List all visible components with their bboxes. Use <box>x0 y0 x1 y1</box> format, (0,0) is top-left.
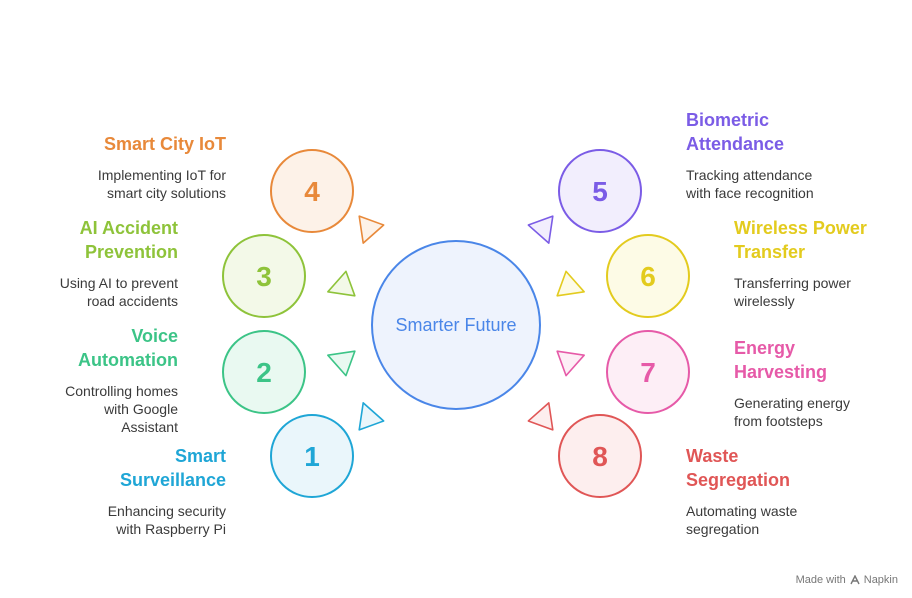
node-6: 6 <box>606 234 690 318</box>
item-4-desc: Implementing IoT for smart city solution… <box>98 166 226 202</box>
item-7-title-line: Harvesting <box>734 362 828 382</box>
item-1-title-line: Smart <box>174 446 226 466</box>
item-3-label: AI Accident Prevention Using AI to preve… <box>60 216 178 310</box>
item-1-desc-line: Enhancing security <box>107 503 226 519</box>
node-circle <box>270 149 354 233</box>
item-8-desc: Automating waste segregation <box>686 502 797 538</box>
arrow-8-icon <box>527 402 554 431</box>
node-1: 1 <box>270 414 354 498</box>
item-5-title: Biometric Attendance <box>686 108 814 156</box>
item-6-title-line: Transfer <box>734 242 806 262</box>
item-4-title-line: Smart City IoT <box>103 134 226 154</box>
item-2-label: Voice Automation Controlling homes with … <box>65 324 178 436</box>
footer-attribution: Made with Napkin <box>796 574 898 586</box>
node-number: 5 <box>592 176 608 207</box>
item-8-title-line: Segregation <box>686 470 791 490</box>
item-8-desc-line: segregation <box>686 521 760 537</box>
item-6-label: Wireless Power Transfer Transferring pow… <box>734 216 867 310</box>
item-6-desc-line: Transferring power <box>734 275 851 291</box>
item-2-title: Voice Automation <box>65 324 178 372</box>
node-3: 3 <box>222 234 306 318</box>
node-7: 7 <box>606 330 690 414</box>
node-number: 7 <box>640 357 656 388</box>
node-circle <box>558 149 642 233</box>
item-5-label: Biometric Attendance Tracking attendance… <box>686 108 814 202</box>
item-6-desc: Transferring power wirelessly <box>734 274 867 310</box>
item-7-label: Energy Harvesting Generating energy from… <box>734 336 850 430</box>
node-number: 4 <box>304 176 320 207</box>
item-6-desc-line: wirelessly <box>734 293 795 309</box>
item-1-label: Smart Surveillance Enhancing security wi… <box>108 444 226 538</box>
item-5-desc-line: Tracking attendance <box>686 167 813 183</box>
item-1-desc: Enhancing security with Raspberry Pi <box>108 502 226 538</box>
node-8: 8 <box>558 414 642 498</box>
node-number: 6 <box>640 261 656 292</box>
circles-layer: 1 2 3 4 5 6 7 8 <box>222 149 690 498</box>
brand-text: Napkin <box>863 574 898 586</box>
item-4-desc-line: Implementing IoT for <box>97 167 226 183</box>
center-label: Smarter Future <box>395 315 516 335</box>
arrow-5-icon <box>527 215 554 244</box>
item-7-desc: Generating energy from footsteps <box>734 394 850 430</box>
node-2: 2 <box>222 330 306 414</box>
node-circle <box>222 234 306 318</box>
center-node: Smarter Future <box>371 240 541 410</box>
item-2-desc: Controlling homes with Google Assistant <box>65 382 178 436</box>
arrows-layer <box>327 215 585 431</box>
item-8-title-line: Waste <box>686 446 739 466</box>
item-5-title-line: Attendance <box>686 134 785 154</box>
item-5-title-line: Biometric <box>686 110 770 130</box>
node-number: 8 <box>592 441 608 472</box>
item-5-desc-line: with face recognition <box>686 185 814 201</box>
item-3-desc-line: road accidents <box>86 293 178 309</box>
item-3-title: AI Accident Prevention <box>60 216 178 264</box>
item-5-desc: Tracking attendance with face recognitio… <box>686 166 814 202</box>
item-2-title-line: Voice <box>131 326 178 346</box>
center-circle <box>371 240 541 410</box>
item-2-desc-line: Assistant <box>121 419 178 435</box>
item-8-title: Waste Segregation <box>686 444 797 492</box>
item-2-desc-line: Controlling homes <box>65 383 178 399</box>
node-4: 4 <box>270 149 354 233</box>
item-1-title: Smart Surveillance <box>108 444 226 492</box>
item-7-title-line: Energy <box>734 338 796 358</box>
node-circle <box>222 330 306 414</box>
made-with-text: Made with <box>795 574 846 586</box>
node-5: 5 <box>558 149 642 233</box>
item-3-title-line: AI Accident <box>79 218 178 238</box>
item-1-title-line: Surveillance <box>119 470 226 490</box>
node-circle <box>558 414 642 498</box>
node-number: 2 <box>256 357 272 388</box>
item-8-desc-line: Automating waste <box>686 503 798 519</box>
node-number: 1 <box>304 441 320 472</box>
arrow-7-icon <box>556 350 585 377</box>
item-7-title: Energy Harvesting <box>734 336 850 384</box>
node-circle <box>270 414 354 498</box>
item-4-label: Smart City IoT Implementing IoT for smar… <box>98 132 226 202</box>
item-8-label: Waste Segregation Automating waste segre… <box>686 444 797 538</box>
arrow-1-icon <box>358 402 385 431</box>
item-3-title-line: Prevention <box>84 242 178 262</box>
arrow-4-icon <box>358 215 385 244</box>
item-2-title-line: Automation <box>78 350 178 370</box>
node-number: 3 <box>256 261 272 292</box>
item-1-desc-line: with Raspberry Pi <box>116 521 226 537</box>
item-7-desc-line: from footsteps <box>734 413 823 429</box>
napkin-logo-icon <box>850 575 860 585</box>
item-4-desc-line: smart city solutions <box>106 185 226 201</box>
item-7-desc-line: Generating energy <box>734 395 850 411</box>
node-circle <box>606 330 690 414</box>
arrow-3-icon <box>327 270 356 297</box>
item-2-desc-line: with Google <box>104 401 178 417</box>
item-3-desc: Using AI to prevent road accidents <box>60 274 178 310</box>
item-6-title: Wireless Power Transfer <box>734 216 867 264</box>
node-circle <box>606 234 690 318</box>
item-6-title-line: Wireless Power <box>734 218 867 238</box>
arrow-6-icon <box>556 270 585 297</box>
arrow-2-icon <box>327 350 356 377</box>
item-3-desc-line: Using AI to prevent <box>59 275 178 291</box>
item-4-title: Smart City IoT <box>98 132 226 156</box>
